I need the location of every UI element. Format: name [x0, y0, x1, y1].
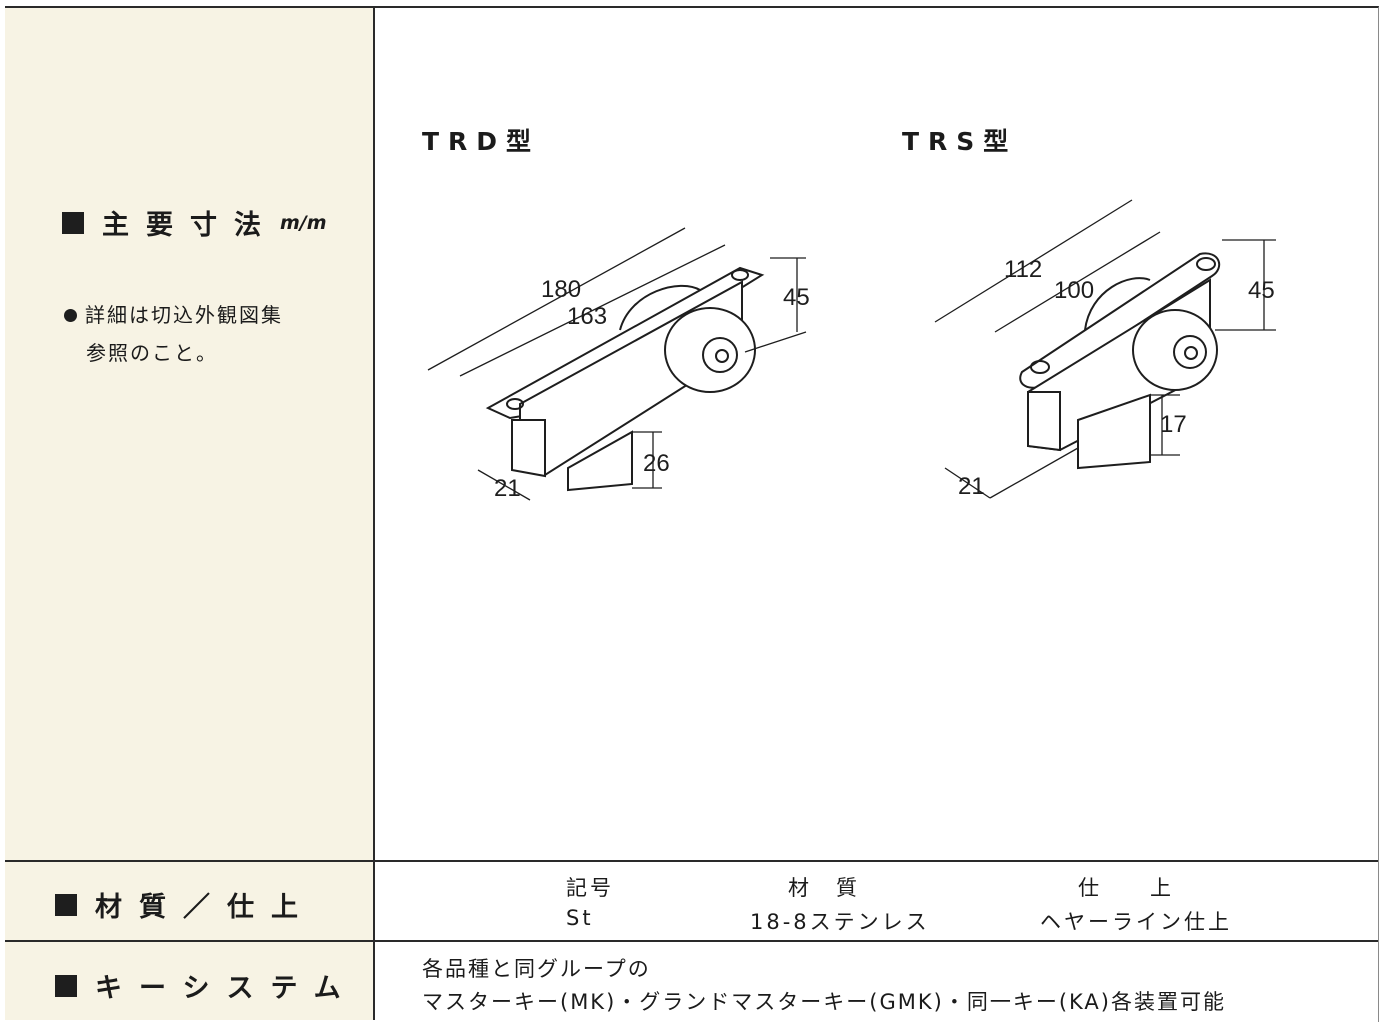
spec-value-material: 18-8ステンレス: [750, 910, 930, 934]
round-bullet-icon: [64, 309, 77, 322]
trs-dim-height: 45: [1248, 277, 1275, 304]
model-title-trd: TRD型: [422, 127, 541, 156]
row-divider-key: [5, 940, 1378, 942]
spec-header-material: 材 質: [788, 876, 860, 900]
square-bullet-icon: [55, 893, 77, 916]
spec-header-symbol: 記号: [566, 876, 614, 900]
trd-dimension-lines: [427, 227, 807, 501]
trs-dim-overall: 112: [1004, 256, 1042, 283]
trs-dim-inner: 100: [1054, 277, 1094, 304]
trd-dim-overall: 180: [541, 276, 581, 303]
trs-dimension-lines: [934, 199, 1276, 499]
trs-dim-depth: 21: [958, 473, 985, 500]
material-heading: 材質／仕上: [55, 885, 315, 924]
trd-lock-body: [485, 266, 765, 492]
trd-dim-height: 45: [783, 284, 810, 311]
spec-value-finish: ヘヤーライン仕上: [1040, 910, 1232, 934]
trs-dim-cylinder: 17: [1160, 411, 1187, 438]
square-bullet-icon: [55, 974, 77, 997]
material-heading-text: 材質／仕上: [95, 892, 315, 923]
model-title-trs: TRS型: [902, 127, 1018, 156]
note-line-1: 詳細は切込外観図集: [85, 303, 283, 327]
dimensions-heading: 主要寸法 m/m: [62, 203, 327, 242]
key-system-line-2: マスターキー(MK)・グランドマスターキー(GMK)・同一キー(KA)各装置可能: [422, 990, 1226, 1014]
page-frame: [5, 6, 1379, 1022]
square-bullet-icon: [62, 211, 84, 234]
note-line-2: 参照のこと。: [86, 341, 218, 365]
trd-dim-cylinder: 26: [643, 450, 670, 477]
trd-dim-depth: 21: [494, 475, 521, 502]
dimensions-heading-text: 主要寸法: [102, 210, 278, 241]
trs-lock-body: [1019, 252, 1221, 470]
trd-dim-inner: 163: [567, 303, 607, 330]
spec-value-symbol: St: [566, 906, 594, 930]
unit-label: m/m: [280, 211, 327, 234]
detail-note: 詳細は切込外観図集 参照のこと。: [64, 296, 283, 372]
key-system-line-1: 各品種と同グループの: [422, 957, 651, 981]
row-divider-material: [5, 860, 1378, 862]
column-divider: [373, 7, 375, 1020]
key-system-heading: キーシステム: [55, 966, 358, 1005]
left-column-panel: [5, 7, 374, 1020]
spec-header-finish: 仕 上: [1078, 876, 1174, 900]
key-system-heading-text: キーシステム: [95, 973, 358, 1004]
